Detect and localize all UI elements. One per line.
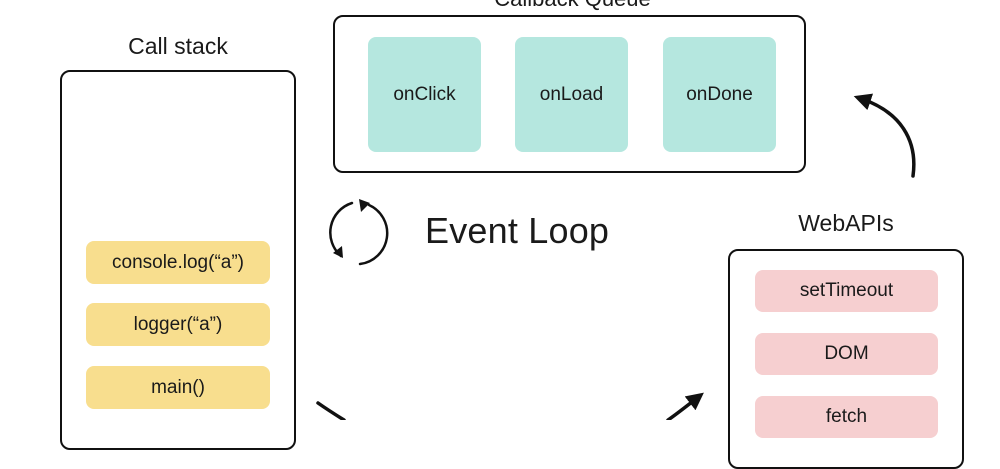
- callback-queue-title: Callback Queue: [335, 0, 810, 12]
- event-loop-cycle-icon: [329, 199, 389, 266]
- arrow-stack-curve: [316, 401, 346, 420]
- web-apis-title: WebAPIs: [798, 210, 894, 236]
- loop-arc-left: [329, 201, 354, 258]
- arrow-webapis-to-queue: [853, 93, 916, 178]
- web-api-settimeout: setTimeout: [755, 270, 938, 312]
- web-api-dom: DOM: [755, 333, 938, 375]
- diagram-arrows: [316, 93, 916, 420]
- callback-queue-box: [333, 15, 806, 173]
- loop-arrowhead-bottom: [333, 246, 343, 258]
- callback-item-ondone: onDone: [663, 37, 776, 152]
- loop-arc-right: [358, 203, 389, 266]
- stack-frame-main: main(): [86, 366, 270, 409]
- stack-frame-logger: logger(“a”): [86, 303, 270, 346]
- event-loop-label: Event Loop: [425, 210, 610, 251]
- arrow-to-webapis: [666, 392, 704, 420]
- callback-item-onclick: onClick: [368, 37, 481, 152]
- callback-item-onload: onLoad: [515, 37, 628, 152]
- loop-arrowhead-top: [359, 199, 370, 212]
- call-stack-title: Call stack: [128, 33, 228, 59]
- stack-frame-console-log: console.log(“a”): [86, 241, 270, 284]
